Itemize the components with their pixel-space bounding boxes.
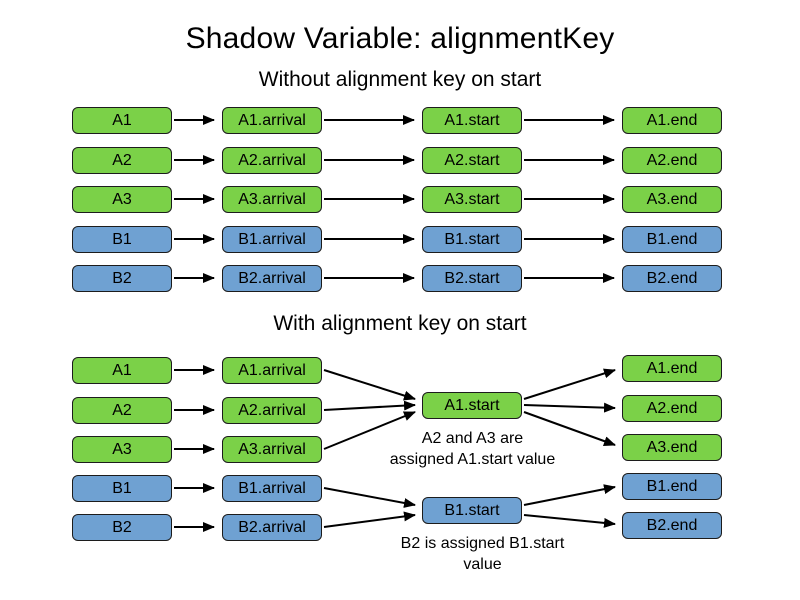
node-entity: A3 xyxy=(72,186,172,213)
annotation-line: B2 is assigned B1.start xyxy=(400,535,565,552)
node-end: B1.end xyxy=(622,226,722,253)
node-end: A3.end xyxy=(622,186,722,213)
annotation-b-start: B2 is assigned B1.start value xyxy=(340,533,625,575)
node-start: B2.start xyxy=(422,265,522,292)
node-entity: A3 xyxy=(72,436,172,463)
annotation-line: value xyxy=(463,556,502,573)
page-title: Shadow Variable: alignmentKey xyxy=(185,22,615,55)
flow-arrow xyxy=(323,511,416,528)
section2-heading: With alignment key on start xyxy=(273,312,527,335)
node-start: B1.start xyxy=(422,226,522,253)
flow-arrow xyxy=(323,369,416,401)
node-end: A3.end xyxy=(622,434,722,461)
node-entity: B2 xyxy=(72,514,172,541)
node-start-shared-a: A1.start xyxy=(422,392,522,419)
node-entity: B2 xyxy=(72,265,172,292)
node-entity: A1 xyxy=(72,107,172,134)
node-arrival: A1.arrival xyxy=(222,357,322,384)
flow-arrow xyxy=(523,368,616,400)
flow-arrow xyxy=(323,487,416,508)
node-end: A1.end xyxy=(622,355,722,382)
node-end: A2.end xyxy=(622,147,722,174)
node-end: B2.end xyxy=(622,265,722,292)
flow-arrow xyxy=(523,514,616,528)
annotation-a-start: A2 and A3 are assigned A1.start value xyxy=(350,428,595,470)
node-arrival: A2.arrival xyxy=(222,147,322,174)
node-arrival: A2.arrival xyxy=(222,397,322,424)
node-end: B2.end xyxy=(622,512,722,539)
node-start: A1.start xyxy=(422,107,522,134)
node-end: B1.end xyxy=(622,473,722,500)
flow-arrow xyxy=(523,484,616,506)
node-entity: A2 xyxy=(72,147,172,174)
node-start-shared-b: B1.start xyxy=(422,497,522,524)
node-entity: B1 xyxy=(72,475,172,502)
section1-heading: Without alignment key on start xyxy=(258,68,542,91)
node-entity: A2 xyxy=(72,397,172,424)
node-arrival: B2.arrival xyxy=(222,514,322,541)
flow-arrow xyxy=(323,400,416,411)
node-arrival: A1.arrival xyxy=(222,107,322,134)
node-arrival: B1.arrival xyxy=(222,475,322,502)
flow-arrow xyxy=(523,402,616,413)
annotation-line: assigned A1.start value xyxy=(389,451,556,468)
node-entity: B1 xyxy=(72,226,172,253)
node-start: A2.start xyxy=(422,147,522,174)
node-arrival: B2.arrival xyxy=(222,265,322,292)
node-arrival: B1.arrival xyxy=(222,226,322,253)
annotation-line: A2 and A3 are xyxy=(421,430,524,447)
node-arrival: A3.arrival xyxy=(222,436,322,463)
node-end: A1.end xyxy=(622,107,722,134)
node-entity: A1 xyxy=(72,357,172,384)
node-start: A3.start xyxy=(422,186,522,213)
node-end: A2.end xyxy=(622,395,722,422)
node-arrival: A3.arrival xyxy=(222,186,322,213)
